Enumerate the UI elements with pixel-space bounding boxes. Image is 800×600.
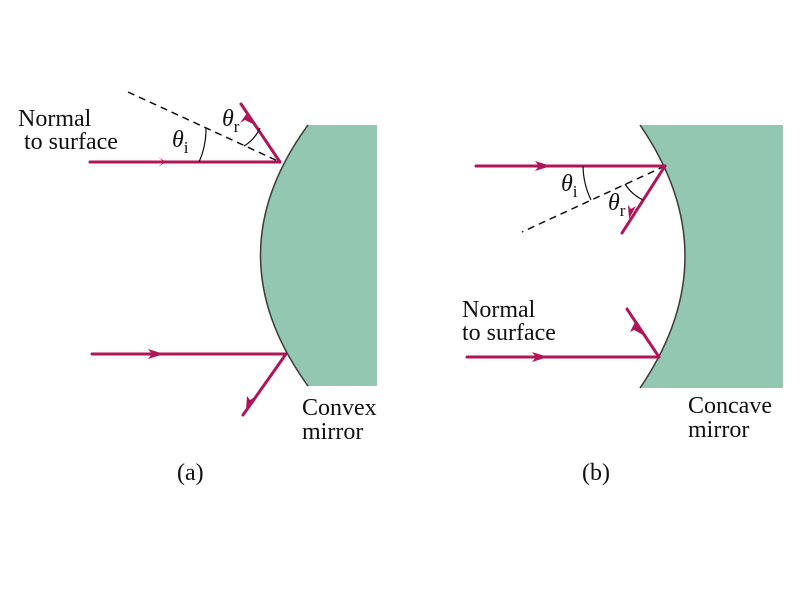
- incident-arrow-bottom-b: [532, 352, 548, 362]
- concave-mirror-surface: [639, 124, 686, 389]
- reflected-arrow-bottom-a: [246, 396, 255, 410]
- panel-a: Normal to surface θi θr Convex mirror (a…: [18, 91, 383, 486]
- angle-arc-reflected-a: [243, 127, 261, 147]
- theta-r-label-b: θr: [608, 190, 626, 220]
- incident-arrow-top-a: [158, 157, 166, 167]
- reflected-ray-top-b: [620, 164, 667, 235]
- reflected-arrow-bottom-b: [630, 322, 643, 335]
- theta-i-label-a: θi: [172, 127, 189, 157]
- convex-mirror-body: [260, 125, 377, 386]
- panel-b: Normal to surface θi θr Concave mirror (…: [462, 124, 783, 486]
- caption-a: (a): [177, 460, 204, 486]
- theta-r-label-a: θr: [222, 106, 240, 136]
- concave-mirror-body: [640, 125, 783, 388]
- normal-line-b: [521, 165, 666, 233]
- convex-mirror-surface: [259, 124, 309, 387]
- reflected-arrow-top-b: [628, 205, 636, 219]
- angle-arc-reflected-b: [624, 183, 644, 201]
- reflected-ray-bottom-a: [241, 352, 288, 417]
- mirror-label-b: Concave mirror: [688, 393, 778, 443]
- angle-arc-incident-a: [198, 127, 207, 163]
- normal-line-a: [127, 91, 281, 163]
- normal-label-b: Normal to surface: [462, 297, 556, 346]
- theta-i-label-b: θi: [561, 171, 578, 201]
- reflected-arrow-top-a: [240, 113, 253, 124]
- angle-arc-incident-b: [582, 165, 592, 201]
- mirror-label-a: Convex mirror: [302, 395, 383, 445]
- reflected-ray-top-a: [239, 102, 282, 164]
- incident-arrow-top-b: [535, 161, 551, 171]
- caption-b: (b): [582, 460, 610, 486]
- normal-label-a: Normal to surface: [18, 106, 118, 155]
- reflected-ray-bottom-b: [625, 307, 661, 359]
- incident-arrow-bottom-a: [148, 349, 164, 359]
